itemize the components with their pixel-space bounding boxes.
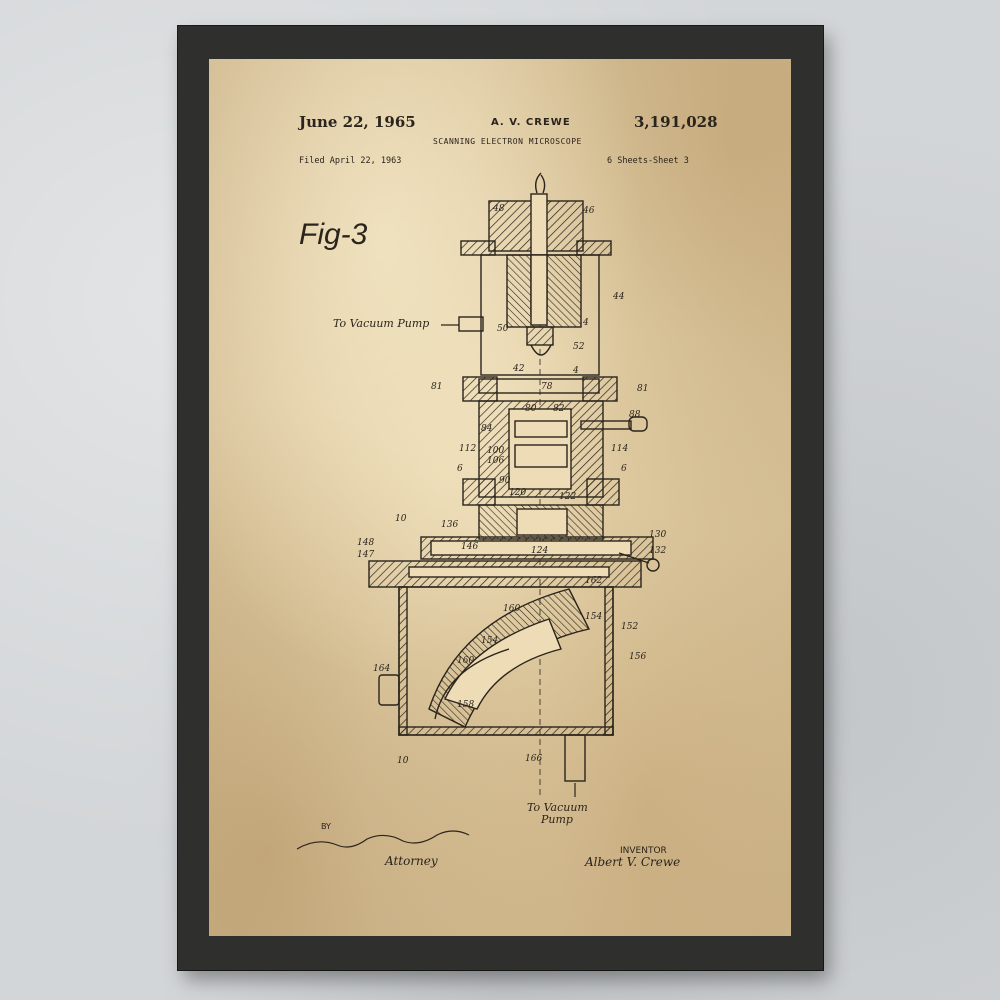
bottom-pump-tube bbox=[564, 734, 586, 782]
analyzer-floor bbox=[398, 726, 614, 736]
upper-flange-right bbox=[576, 240, 612, 256]
part-81b: 81 bbox=[637, 384, 648, 394]
part-124: 124 bbox=[531, 546, 548, 556]
lower-flange-right bbox=[586, 478, 620, 506]
lower-flange-left bbox=[462, 478, 496, 506]
part-160a: 160 bbox=[503, 604, 520, 614]
specimen-knob bbox=[646, 558, 660, 572]
aperture-plate bbox=[478, 378, 600, 394]
part-80: 80 bbox=[525, 404, 537, 414]
part-4b: 4 bbox=[572, 366, 579, 376]
part-48: 48 bbox=[492, 204, 505, 214]
part-6a: 6 bbox=[457, 464, 463, 474]
part-154a: 154 bbox=[585, 612, 602, 622]
part-132: 132 bbox=[649, 546, 666, 556]
main-plate-gap bbox=[408, 566, 610, 578]
microscope-drawing: Fig-3 bbox=[296, 172, 666, 850]
part-130: 130 bbox=[649, 530, 666, 540]
part-100: 100 bbox=[487, 446, 504, 456]
cathode-tip bbox=[530, 344, 552, 356]
by-label: BY bbox=[321, 822, 331, 831]
part-88: 88 bbox=[629, 410, 641, 420]
part-166: 166 bbox=[525, 754, 542, 764]
part-42: 42 bbox=[512, 364, 525, 374]
specimen-lever bbox=[618, 552, 650, 564]
vacuum-label-bottom-2: Pump bbox=[540, 813, 573, 826]
filed-date: Filed April 22, 1963 bbox=[299, 156, 402, 166]
part-78: 78 bbox=[541, 382, 553, 392]
analyzer-arc bbox=[434, 648, 510, 720]
mid-flange-left bbox=[462, 376, 498, 402]
specimen-tube-inner bbox=[430, 540, 632, 556]
part-6b: 6 bbox=[621, 464, 627, 474]
part-50: 50 bbox=[497, 324, 509, 334]
part-4a: 4 bbox=[582, 318, 589, 328]
part-52: 52 bbox=[573, 342, 585, 352]
part-146: 146 bbox=[461, 542, 478, 552]
part-112: 112 bbox=[459, 444, 476, 454]
vacuum-label-top: To Vacuum Pump bbox=[333, 317, 429, 330]
part-90: 90 bbox=[499, 476, 511, 486]
analyzer-inner bbox=[444, 618, 562, 710]
inventor-label: INVENTOR bbox=[620, 846, 667, 856]
part-10a: 10 bbox=[395, 514, 407, 524]
gun-insert bbox=[530, 254, 548, 326]
vacuum-label-bottom-1: To Vacuum bbox=[527, 801, 588, 814]
part-152: 152 bbox=[621, 622, 638, 632]
patent-date: June 22, 1965 bbox=[299, 113, 416, 131]
part-156: 156 bbox=[629, 652, 646, 662]
sheet-count: 6 Sheets-Sheet 3 bbox=[607, 156, 689, 166]
adjust-rod bbox=[580, 420, 632, 430]
side-port bbox=[378, 674, 400, 706]
patent-inventor-header: A. V. CREWE bbox=[491, 117, 571, 128]
part-148: 148 bbox=[357, 538, 374, 548]
patent-number: 3,191,028 bbox=[634, 113, 718, 131]
part-147: 147 bbox=[357, 550, 374, 560]
part-164: 164 bbox=[373, 664, 390, 674]
part-81a: 81 bbox=[431, 382, 442, 392]
inventor-signature: Albert V. Crewe bbox=[585, 855, 681, 869]
part-44: 44 bbox=[612, 292, 625, 302]
attorney-signature bbox=[296, 830, 470, 850]
attorney-label: Attorney bbox=[385, 854, 438, 868]
part-162: 162 bbox=[585, 576, 602, 586]
lens-coil-upper bbox=[514, 420, 568, 438]
analyzer-wall-left bbox=[398, 586, 408, 736]
part-122: 122 bbox=[559, 492, 576, 502]
lens-bore bbox=[508, 408, 572, 490]
analyzer-wall-right bbox=[604, 586, 614, 736]
part-82: 82 bbox=[553, 404, 565, 414]
patent-title: SCANNING ELECTRON MICROSCOPE bbox=[433, 137, 582, 146]
lens-coil-lower bbox=[514, 444, 568, 468]
upper-vacuum-port bbox=[458, 316, 484, 332]
part-120: 120 bbox=[509, 488, 526, 498]
part-114: 114 bbox=[611, 444, 628, 454]
part-84: 84 bbox=[481, 424, 493, 434]
part-46: 46 bbox=[582, 206, 595, 216]
part-154b: 154 bbox=[481, 636, 498, 646]
figure-label: Fig-3 bbox=[299, 218, 368, 251]
part-10b: 10 bbox=[397, 756, 409, 766]
upper-flange-left bbox=[460, 240, 496, 256]
part-158: 158 bbox=[457, 700, 474, 710]
patent-print: June 22, 1965 A. V. CREWE 3,191,028 SCAN… bbox=[209, 59, 791, 936]
part-106: 106 bbox=[487, 456, 504, 466]
adjust-knob bbox=[628, 416, 648, 432]
lower-lens-bore bbox=[516, 508, 568, 536]
part-136: 136 bbox=[441, 520, 458, 530]
gun-wires bbox=[534, 172, 546, 194]
mid-flange-right bbox=[582, 376, 618, 402]
electrode bbox=[526, 326, 554, 346]
part-160b: 160 bbox=[457, 656, 474, 666]
